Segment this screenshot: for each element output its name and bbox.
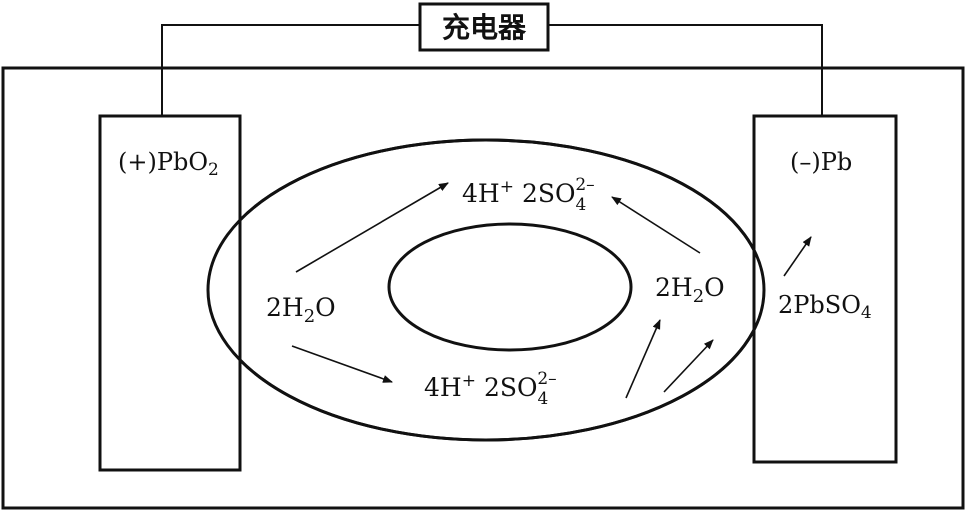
charger-label: 充电器 (442, 11, 527, 44)
left-water-label: 2H2O (266, 293, 336, 327)
wire-negative (548, 24, 823, 116)
products-top-label: 4H+2SO42– (462, 175, 595, 215)
lead-sulfate-label: 2PbSO4 (778, 291, 872, 323)
arrow-left-down (291, 345, 393, 383)
arrow-right-up (611, 196, 701, 254)
positive-electrode (98, 114, 242, 472)
arrow-lead-sulfate (783, 236, 812, 277)
negative-electrode-label: (–)Pb (790, 148, 852, 176)
arrow-bottom-2 (663, 339, 714, 393)
arrow-bottom-1 (625, 319, 661, 399)
negative-electrode (752, 114, 898, 464)
charger-box (418, 2, 550, 52)
battery-container (1, 66, 965, 510)
inner-ellipse (387, 222, 633, 352)
positive-electrode-label: (+)PbO2 (118, 148, 219, 180)
outer-reaction-ellipse-overlay (206, 138, 766, 442)
arrow-left-up (295, 182, 449, 273)
products-bottom-label: 4H+2SO42– (424, 369, 557, 409)
wire-positive (161, 24, 420, 116)
right-water-label: 2H2O (655, 273, 725, 307)
